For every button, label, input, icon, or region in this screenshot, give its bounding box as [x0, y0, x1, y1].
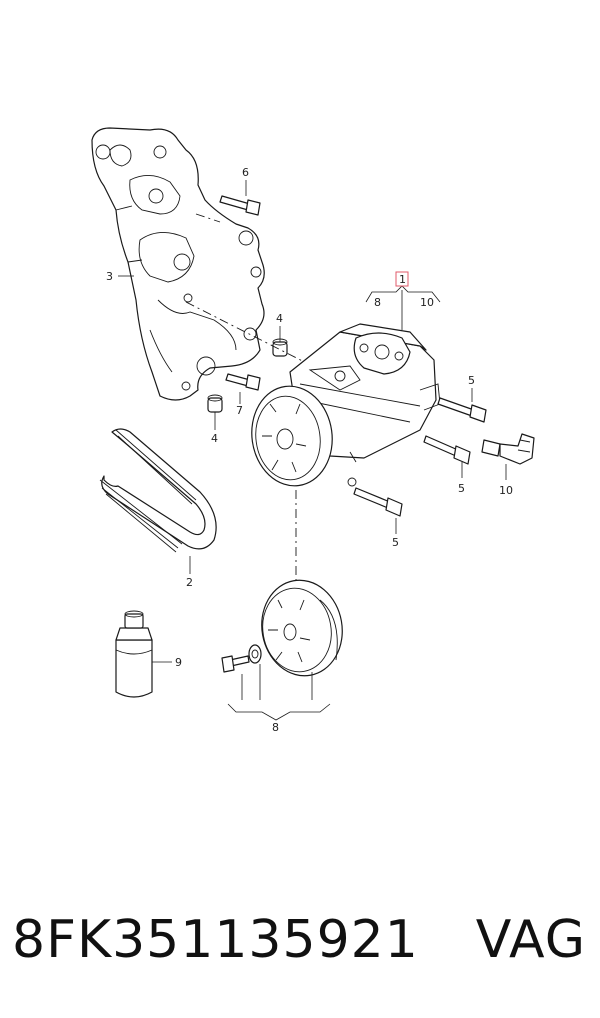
compressor-clutch-disc	[251, 385, 333, 487]
callout-10: 10	[499, 484, 513, 497]
compressor-oil-bottle	[115, 610, 153, 698]
bolt-5-upper	[437, 397, 487, 423]
callout-5-lower: 5	[392, 536, 399, 549]
mounting-bracket	[91, 127, 265, 401]
callout-3: 3	[106, 270, 113, 283]
callout-8: 8	[272, 721, 279, 734]
bolt-7	[225, 373, 261, 391]
callout-1: 1	[399, 273, 406, 286]
callout-1-subitem-8: 8	[374, 296, 381, 309]
callout-5-middle: 5	[458, 482, 465, 495]
caption-bar: 8FK351135921 VAG	[0, 900, 600, 980]
callout-7: 7	[236, 404, 243, 417]
bolt-6	[219, 195, 261, 216]
brand-name: VAG	[475, 910, 586, 970]
pulley	[261, 579, 343, 677]
spacer-sleeve-upper	[272, 338, 288, 357]
callout-1-highlight-box	[395, 271, 409, 287]
callout-1-subitem-10: 10	[420, 296, 434, 309]
parts-exploded-diagram: 3 6 4 4 7 1 8 10 5 5 5 10 2 9 8	[91, 127, 535, 734]
callout-9: 9	[175, 656, 182, 669]
bolt-5-lower	[353, 487, 403, 517]
bolt-5-middle	[423, 435, 471, 465]
poly-v-belt	[99, 428, 217, 553]
callout-6: 6	[242, 166, 249, 179]
callout-5-upper: 5	[468, 374, 475, 387]
callout-4-lower: 4	[211, 432, 218, 445]
pulley-bolt	[221, 655, 250, 673]
callout-4-upper: 4	[276, 312, 283, 325]
part-number: 8FK351135921	[12, 910, 419, 970]
pressure-sensor	[481, 433, 535, 465]
callout-2: 2	[186, 576, 193, 589]
spacer-sleeve-lower	[207, 394, 223, 413]
pulley-washer	[248, 644, 262, 664]
